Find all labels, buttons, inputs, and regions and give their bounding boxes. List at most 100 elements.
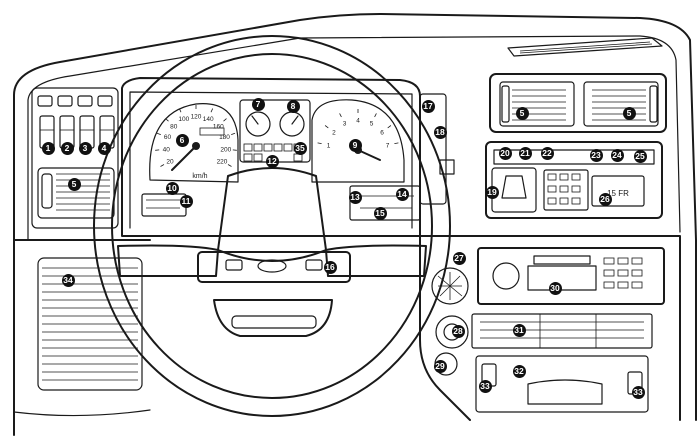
tachometer-tick-mark	[387, 125, 392, 129]
callout-24: 24	[610, 148, 624, 162]
storage-tray	[471, 313, 653, 349]
speedometer-tick-mark	[227, 164, 232, 167]
speedometer-tick-mark	[210, 108, 214, 113]
callout-12: 12	[265, 154, 279, 168]
speedometer-tick-mark	[178, 108, 182, 113]
horn-emblem	[257, 259, 287, 273]
lower-dash-left	[13, 239, 151, 436]
speedometer-tick-label: 80	[170, 123, 178, 130]
defrost-vent-slot	[507, 37, 663, 57]
callout-5b: 5	[515, 106, 529, 120]
speedometer-tick-label: 140	[203, 116, 214, 123]
steering-spoke	[117, 244, 427, 277]
console-tray	[527, 379, 603, 405]
speedometer-tick-label: 20	[166, 159, 174, 166]
cassette-slot	[527, 265, 597, 291]
hub-button-left	[225, 259, 243, 271]
right-switch-strip	[419, 93, 447, 205]
callout-4: 4	[97, 141, 111, 155]
tachometer-needle	[357, 149, 381, 161]
callout-14: 14	[395, 187, 409, 201]
center-vent-right	[583, 81, 659, 127]
speedometer-tick-label: 200	[220, 147, 231, 154]
tachometer-tick-label: 6	[380, 130, 384, 137]
steering-wheel-rim-inner	[111, 53, 433, 399]
callout-31: 31	[512, 323, 526, 337]
callout-5a: 5	[67, 177, 81, 191]
speedometer-tick-label: 160	[213, 123, 224, 130]
callout-32: 32	[512, 364, 526, 378]
callout-28: 28	[451, 324, 465, 338]
speedometer-tick-label: 180	[219, 134, 230, 141]
tachometer-tick-mark	[317, 142, 322, 144]
speedometer-tick-mark	[160, 164, 165, 167]
speedometer-unit: km/h	[192, 173, 207, 180]
speedometer-tick-mark	[223, 118, 227, 122]
climate-display	[591, 175, 645, 207]
tachometer-tick-label: 5	[370, 121, 374, 128]
callout-2: 2	[60, 141, 74, 155]
tachometer-face	[311, 99, 405, 183]
callout-25: 25	[633, 149, 647, 163]
lower-console-panel	[475, 355, 649, 413]
tachometer-tick-label: 1	[327, 142, 331, 149]
center-vent-housing	[489, 73, 667, 133]
hub-button-right	[305, 259, 323, 271]
callout-13: 13	[348, 190, 362, 204]
tachometer-tick-label: 7	[386, 142, 390, 149]
callout-22: 22	[540, 146, 554, 160]
cigar-lighter-bezel	[435, 315, 469, 349]
callout-3: 3	[78, 141, 92, 155]
speedometer-tick-label: 120	[191, 114, 202, 121]
steering-crossbar	[197, 251, 351, 283]
callout-1: 1	[41, 141, 55, 155]
callout-35: 35	[293, 141, 307, 155]
seat-diagram-panel	[491, 167, 537, 213]
tachometer-tick-mark	[394, 142, 399, 144]
callout-20: 20	[498, 146, 512, 160]
tachometer-tick-mark	[374, 113, 377, 118]
tachometer-ticks: 123 4 567	[317, 109, 399, 149]
grille-slats	[42, 267, 138, 381]
left-lower-grille	[37, 257, 143, 391]
tachometer-tick-label: 4	[356, 118, 360, 125]
callout-7: 7	[251, 97, 265, 111]
center-vent-left	[499, 81, 575, 127]
callout-11: 11	[179, 194, 193, 208]
tachometer-tick-label: 3	[343, 121, 347, 128]
odometer	[199, 127, 225, 136]
callout-17: 17	[421, 99, 435, 113]
tachometer-tick-label: 2	[332, 130, 336, 137]
fuel-gauge	[245, 111, 271, 137]
speedometer-tick-label: 220	[217, 159, 228, 166]
callout-15: 15	[373, 206, 387, 220]
steering-column	[213, 299, 333, 337]
callout-33a: 33	[478, 379, 492, 393]
callout-26: 26	[598, 192, 612, 206]
speedometer-tick-mark	[165, 118, 169, 122]
stalk-panel-left	[141, 193, 187, 217]
callout-29: 29	[433, 359, 447, 373]
instrument-cluster-hood	[121, 77, 421, 237]
callout-18: 18	[433, 125, 447, 139]
climate-button-block	[543, 169, 589, 211]
callout-21: 21	[518, 146, 532, 160]
speedometer-tick-mark	[231, 132, 236, 135]
speedometer-tick-label: 100	[178, 116, 189, 123]
climate-display-text: 15 FR	[607, 189, 629, 198]
center-console	[419, 235, 681, 421]
speedometer-tick-label: 60	[164, 134, 172, 141]
callout-8: 8	[286, 99, 300, 113]
left-switch-panel	[31, 87, 119, 229]
callout-6: 6	[175, 133, 189, 147]
callout-5c: 5	[622, 106, 636, 120]
callout-23: 23	[589, 148, 603, 162]
light-switch-knob	[431, 267, 469, 305]
speedometer-tick-label: 40	[163, 147, 171, 154]
callout-10: 10	[165, 181, 179, 195]
callout-27: 27	[452, 251, 466, 265]
steering-wheel-rim-outer	[93, 35, 451, 417]
radio-unit	[477, 247, 665, 305]
